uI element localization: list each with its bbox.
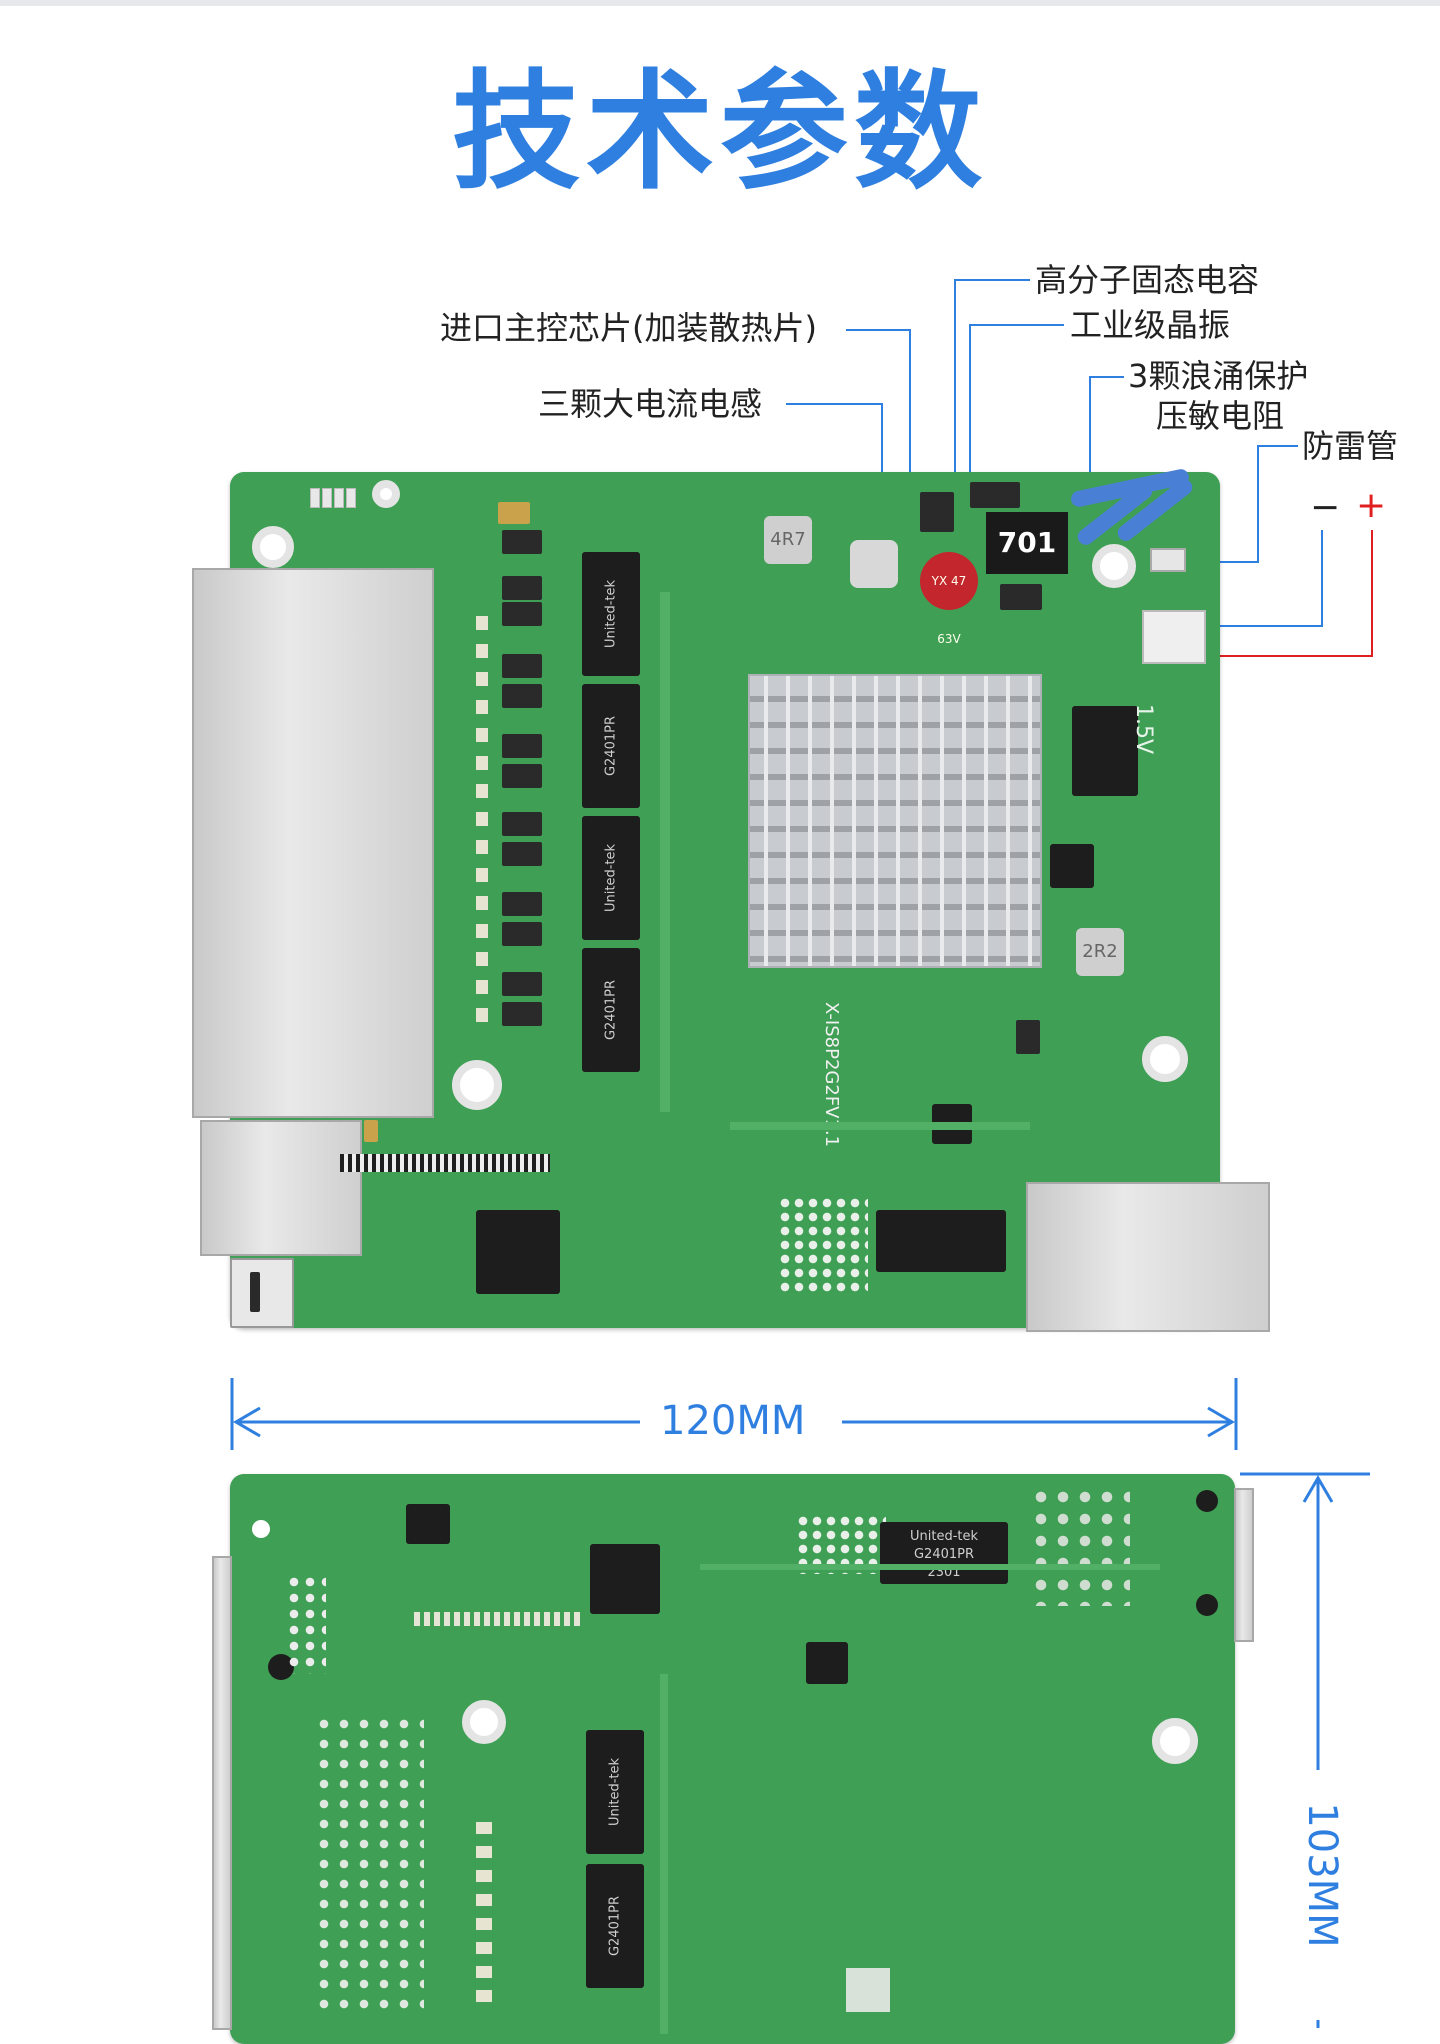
transformer-chip — [876, 1210, 1006, 1272]
switch-ic — [476, 1210, 560, 1294]
width-dimension-line — [230, 1378, 1238, 1450]
inductor — [850, 540, 898, 588]
callout-main-chip: 进口主控芯片(加装散热片) — [440, 309, 817, 347]
leader-plus — [1205, 530, 1373, 657]
height-dimension-label: 103MM — [1297, 1785, 1347, 1965]
power-connector — [1142, 610, 1206, 664]
transformer-chip: G2401PR — [586, 1864, 644, 1988]
page-title: 技术参数 — [451, 58, 988, 207]
transformer-chip: United-tek — [582, 816, 640, 940]
mounting-hole — [1092, 544, 1136, 588]
surge-arrester — [1150, 548, 1186, 572]
callout-varistor-line2: 压敏电阻 — [1156, 397, 1285, 435]
pcb-top-view: United-tek G2401PR United-tek G2401PR X-… — [192, 467, 1270, 1332]
callout-inductor: 三颗大电流电感 — [538, 385, 763, 423]
callout-arrester: 防雷管 — [1302, 427, 1399, 465]
callout-crystal: 工业级晶振 — [1070, 306, 1231, 344]
inductor-4r7: 4R7 — [764, 516, 812, 564]
transformer-chip: United-tek G2401PR 2301 — [880, 1522, 1008, 1584]
callout-varistor-line1: 3颗浪涌保护 — [1128, 357, 1309, 395]
controller-chip — [1072, 706, 1138, 796]
width-dimension-label: 120MM — [642, 1396, 824, 1446]
callout-minus: − — [1310, 487, 1341, 528]
mounting-hole — [462, 1700, 506, 1744]
transformer-chip: G2401PR — [582, 684, 640, 808]
leader-varistor — [1089, 376, 1124, 490]
pcb-bottom-view: United-tek G2401PR 2301 United-tek G2401… — [212, 1474, 1254, 2044]
pcb-model-label: X-IS8P2G2FV1.1 — [821, 1002, 842, 1148]
callout-polymer-capacitor: 高分子固态电容 — [1035, 261, 1260, 299]
switch-ic — [590, 1544, 660, 1614]
height-dimension-line — [1240, 1472, 1370, 2028]
power-inductor-701: 701 — [986, 512, 1068, 574]
transformer-chip: United-tek — [582, 552, 640, 676]
transformer-chip: G2401PR — [582, 948, 640, 1072]
polymer-capacitor: YX 47 63V — [920, 552, 978, 646]
leader-arrester — [1210, 445, 1298, 563]
mounting-hole — [1142, 1036, 1188, 1082]
heatsink — [748, 674, 1042, 968]
transformer-chip: United-tek — [586, 1730, 644, 1854]
reset-switch — [230, 1258, 294, 1328]
rj45-port-block — [192, 568, 434, 1118]
mounting-hole — [252, 526, 294, 568]
rj45-port-right — [1026, 1182, 1270, 1332]
leader-minus — [1205, 530, 1323, 627]
top-divider — [0, 0, 1440, 6]
inductor-2r2: 2R2 — [1076, 928, 1124, 976]
callout-plus: + — [1356, 485, 1387, 526]
mounting-hole — [452, 1060, 502, 1110]
rj45-port-lower — [200, 1120, 362, 1256]
mounting-hole — [1152, 1718, 1198, 1764]
height-dimension-label-wrap: 103MM — [1297, 1785, 1348, 1965]
